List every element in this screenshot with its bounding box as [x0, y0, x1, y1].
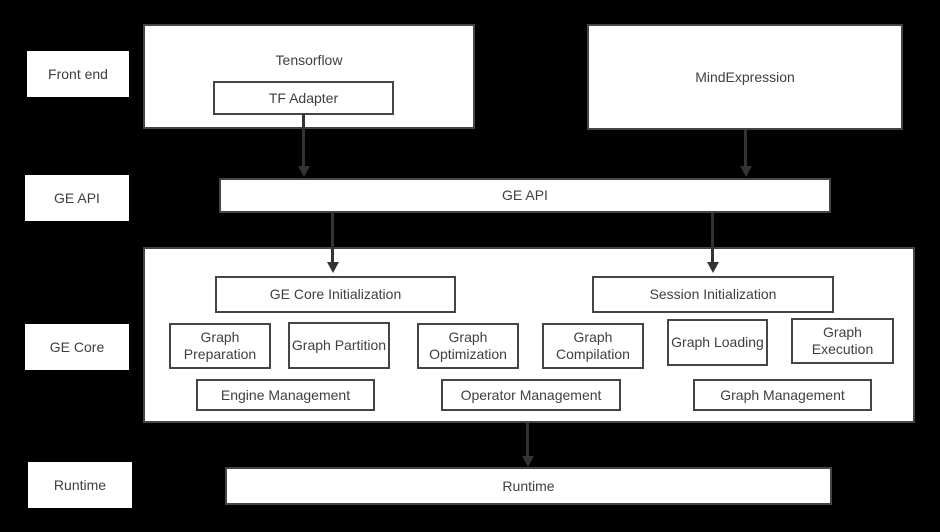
engine-management-label: Engine Management: [220, 386, 351, 403]
engine-management-box: Engine Management: [196, 379, 375, 411]
layer-label-ge-api: GE API: [25, 175, 129, 221]
arrow-mindexpression-to-ge-api: [744, 130, 747, 167]
runtime-bar-label: Runtime: [502, 477, 555, 494]
operator-management-box: Operator Management: [441, 379, 621, 411]
arrowhead-ge-core-to-runtime: [522, 456, 534, 467]
graph-execution-box: Graph Execution: [791, 318, 894, 364]
arrowhead-mindexpression-to-ge-api: [740, 166, 752, 177]
layer-label-front-end: Front end: [27, 51, 129, 97]
tf-adapter-label: TF Adapter: [268, 89, 339, 106]
graph-optimization-label: Graph Optimization: [429, 329, 507, 362]
layer-label-ge-core: GE Core: [25, 324, 129, 370]
graph-partition-label: Graph Partition: [291, 337, 387, 353]
ge-api-bar-label: GE API: [502, 187, 548, 203]
ge-core-container: GE Core Initialization Session Initializ…: [143, 247, 915, 423]
arrowhead-ge-api-to-ge-core-initialization: [327, 262, 339, 273]
arrow-tf-adapter-to-ge-api: [302, 114, 305, 167]
mindexpression-box: MindExpression: [587, 24, 903, 130]
ge-core-initialization-label: GE Core Initialization: [269, 286, 402, 302]
graph-loading-label: Graph Loading: [671, 334, 764, 350]
graph-management-box: Graph Management: [693, 379, 872, 411]
tensorflow-label: Tensorflow: [275, 52, 343, 68]
graph-execution-label: Graph Execution: [811, 324, 874, 357]
ge-api-bar: GE API: [219, 178, 831, 213]
tensorflow-box: Tensorflow TF Adapter: [143, 24, 475, 129]
ge-core-initialization-box: GE Core Initialization: [215, 276, 456, 313]
graph-partition-box: Graph Partition: [288, 322, 390, 369]
arrowhead-ge-api-to-session-initialization: [707, 262, 719, 273]
tf-adapter-box: TF Adapter: [213, 81, 394, 115]
session-initialization-label: Session Initialization: [649, 286, 777, 302]
layer-label-runtime: Runtime: [28, 462, 132, 508]
arrowhead-tf-adapter-to-ge-api: [298, 166, 310, 177]
graph-preparation-label: Graph Preparation: [183, 329, 257, 362]
graph-compilation-box: Graph Compilation: [542, 323, 644, 369]
graph-management-label: Graph Management: [720, 386, 845, 403]
runtime-bar: Runtime: [225, 467, 832, 505]
graph-preparation-box: Graph Preparation: [169, 323, 271, 369]
graph-loading-box: Graph Loading: [667, 319, 768, 366]
arrow-ge-api-to-session-initialization: [711, 213, 714, 263]
arrow-ge-core-to-runtime: [526, 423, 529, 457]
operator-management-label: Operator Management: [460, 386, 602, 403]
mindexpression-label: MindExpression: [695, 68, 795, 85]
graph-optimization-box: Graph Optimization: [417, 323, 519, 369]
graph-compilation-label: Graph Compilation: [556, 329, 630, 362]
arrow-ge-api-to-ge-core-initialization: [331, 213, 334, 263]
session-initialization-box: Session Initialization: [592, 276, 834, 313]
